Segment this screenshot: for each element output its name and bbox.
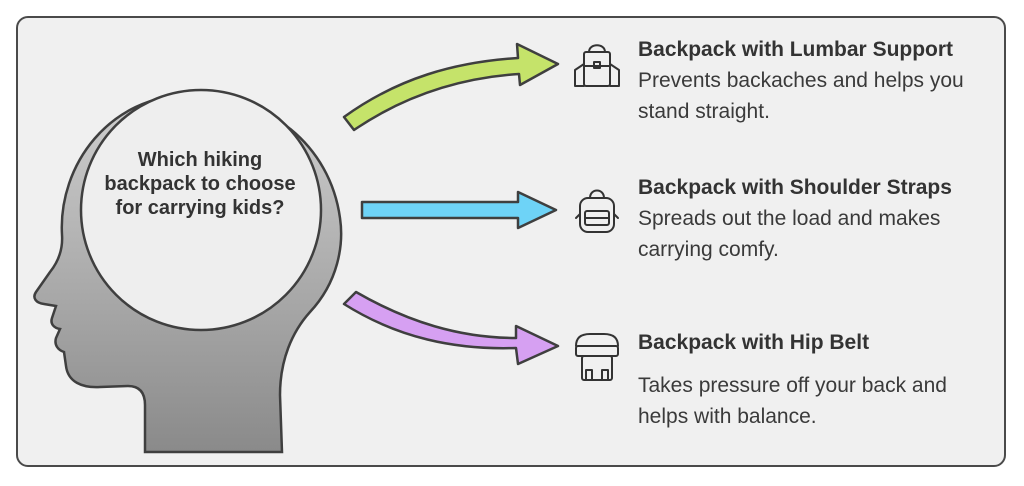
backpack-shoulder-straps-icon — [575, 189, 619, 233]
option-description: Takes pressure off your back and helps w… — [638, 374, 947, 428]
arrow-to-lumbar-support — [342, 42, 560, 132]
option-description: Prevents backaches and helps you stand s… — [638, 69, 964, 123]
option-lumbar-support: Backpack with Lumbar Support Prevents ba… — [638, 34, 998, 127]
option-title: Backpack with Shoulder Straps — [638, 176, 952, 199]
option-shoulder-straps: Backpack with Shoulder Straps Spreads ou… — [638, 172, 998, 265]
question-circle — [79, 88, 323, 332]
arrow-to-shoulder-straps — [360, 190, 558, 230]
option-title: Backpack with Hip Belt — [638, 331, 870, 354]
arrow-to-hip-belt — [342, 290, 560, 366]
option-hip-belt: Backpack with Hip Belt Takes pressure of… — [638, 327, 998, 432]
option-description: Spreads out the load and makes carrying … — [638, 207, 941, 261]
backpack-lumbar-icon — [574, 44, 620, 87]
backpack-hip-belt-icon — [575, 333, 619, 381]
option-title: Backpack with Lumbar Support — [638, 38, 954, 61]
central-question: Which hiking backpack to choose for carr… — [104, 149, 296, 219]
